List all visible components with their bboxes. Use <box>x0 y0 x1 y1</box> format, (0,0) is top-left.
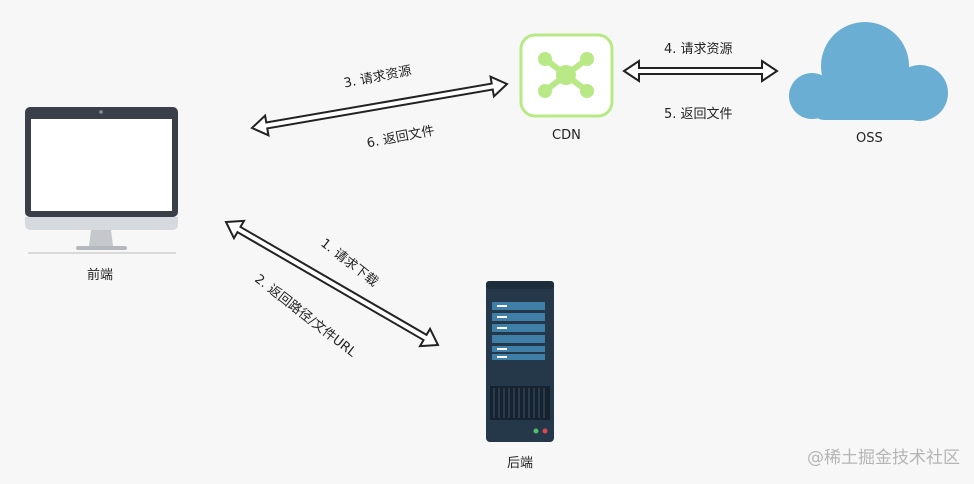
cdn-icon <box>519 33 614 118</box>
arrow-frontend-backend <box>224 219 440 348</box>
monitor-icon <box>25 107 178 254</box>
backend-label: 后端 <box>507 456 534 471</box>
cdn-label: CDN <box>552 128 581 143</box>
edge-label-5: 5. 返回文件 <box>664 107 733 122</box>
server-icon <box>486 281 554 442</box>
frontend-label: 前端 <box>87 268 114 283</box>
arrow-cdn-oss <box>622 59 779 83</box>
watermark: @稀土掘金技术社区 <box>807 448 960 468</box>
cloud-icon <box>789 22 948 121</box>
edge-label-4: 4. 请求资源 <box>664 42 733 57</box>
arrows-layer <box>224 59 779 348</box>
oss-label: OSS <box>856 131 883 146</box>
arrow-frontend-cdn <box>250 75 509 137</box>
